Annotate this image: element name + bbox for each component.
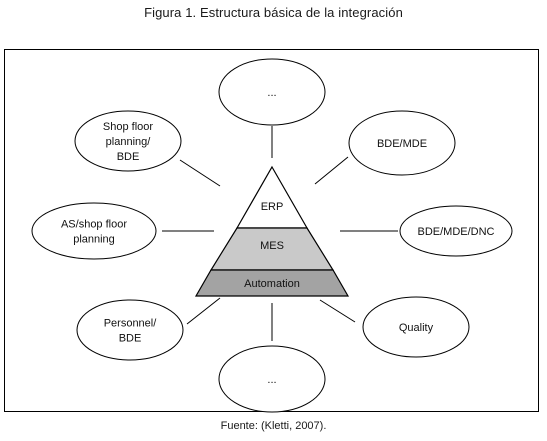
connector-bottom-right bbox=[319, 299, 356, 323]
node-ellipse-left bbox=[31, 202, 157, 260]
node-label-left: AS/shop floor bbox=[61, 219, 127, 231]
node-label-left: planning bbox=[73, 234, 115, 246]
node-ellipse-bottom bbox=[218, 345, 326, 413]
connector-bottom-left bbox=[186, 297, 221, 325]
node-ellipse-right bbox=[399, 205, 513, 257]
node-label-bottom-left: BDE bbox=[119, 333, 142, 345]
node-ellipse-bottom-left bbox=[76, 299, 184, 361]
figure-source: Fuente: (Kletti, 2007). bbox=[220, 420, 327, 432]
node-label-right: BDE/MDE/DNC bbox=[417, 226, 494, 238]
connector-top-right bbox=[314, 156, 349, 185]
figure-title: Figura 1. Estructura básica de la integr… bbox=[144, 5, 403, 20]
node-label-top-left: BDE bbox=[117, 151, 140, 163]
node-label-top-left: Shop floor bbox=[103, 121, 153, 133]
node-label-bottom-right: Quality bbox=[399, 322, 434, 334]
node-ellipse-top bbox=[218, 58, 326, 126]
pyramid-label-mes: MES bbox=[260, 240, 284, 252]
node-label-top: ... bbox=[267, 87, 276, 99]
node-label-top-left: planning/ bbox=[106, 136, 152, 148]
node-label-bottom: ... bbox=[267, 374, 276, 386]
node-label-top-right: BDE/MDE bbox=[377, 138, 427, 150]
pyramid-tier-erp bbox=[235, 165, 309, 229]
node-label-bottom-left: Personnel/ bbox=[104, 318, 158, 330]
node-ellipse-top-right bbox=[348, 110, 456, 176]
node-ellipse-bottom-right bbox=[362, 296, 470, 358]
connector-top-left bbox=[179, 159, 221, 187]
pyramid-label-erp: ERP bbox=[261, 201, 284, 213]
pyramid-label-automation: Automation bbox=[244, 278, 300, 290]
node-ellipse-top-left bbox=[74, 110, 182, 172]
pyramid-tier-automation bbox=[194, 269, 350, 297]
